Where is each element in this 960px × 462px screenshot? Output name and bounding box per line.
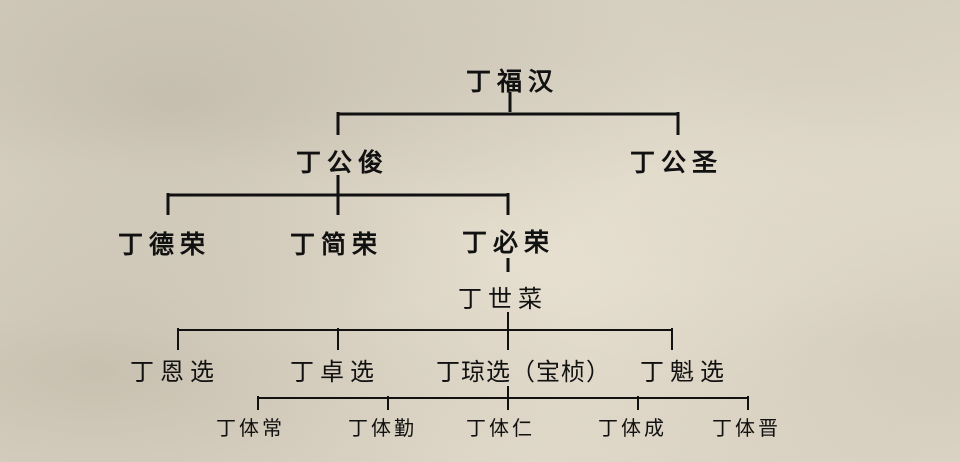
node-kuixuan: 丁魁选 [640,358,730,386]
node-qiongxuan: 丁琼选（宝桢） [436,358,611,386]
connector-shicai [177,312,673,350]
connector-gongjun [166,175,510,215]
node-ticheng: 丁体成 [598,416,667,440]
connector-qiongxuan [257,386,749,410]
node-tiqin: 丁体勤 [348,416,417,440]
node-shicai: 丁世菜 [458,285,548,313]
node-gongsheng: 丁公圣 [630,148,724,177]
node-tijin: 丁体晋 [712,416,781,440]
node-enxuan: 丁恩选 [130,358,220,386]
node-zhuoxuan: 丁卓选 [290,358,380,386]
node-tiren: 丁体仁 [466,416,535,440]
node-birong: 丁必荣 [462,228,556,257]
node-tichang: 丁体常 [216,416,285,440]
node-gongjun: 丁公俊 [296,148,390,177]
node-derong: 丁德荣 [118,230,212,259]
node-root: 丁福汉 [466,67,560,96]
connector-root [336,92,680,135]
node-jianrong: 丁简荣 [290,230,384,259]
